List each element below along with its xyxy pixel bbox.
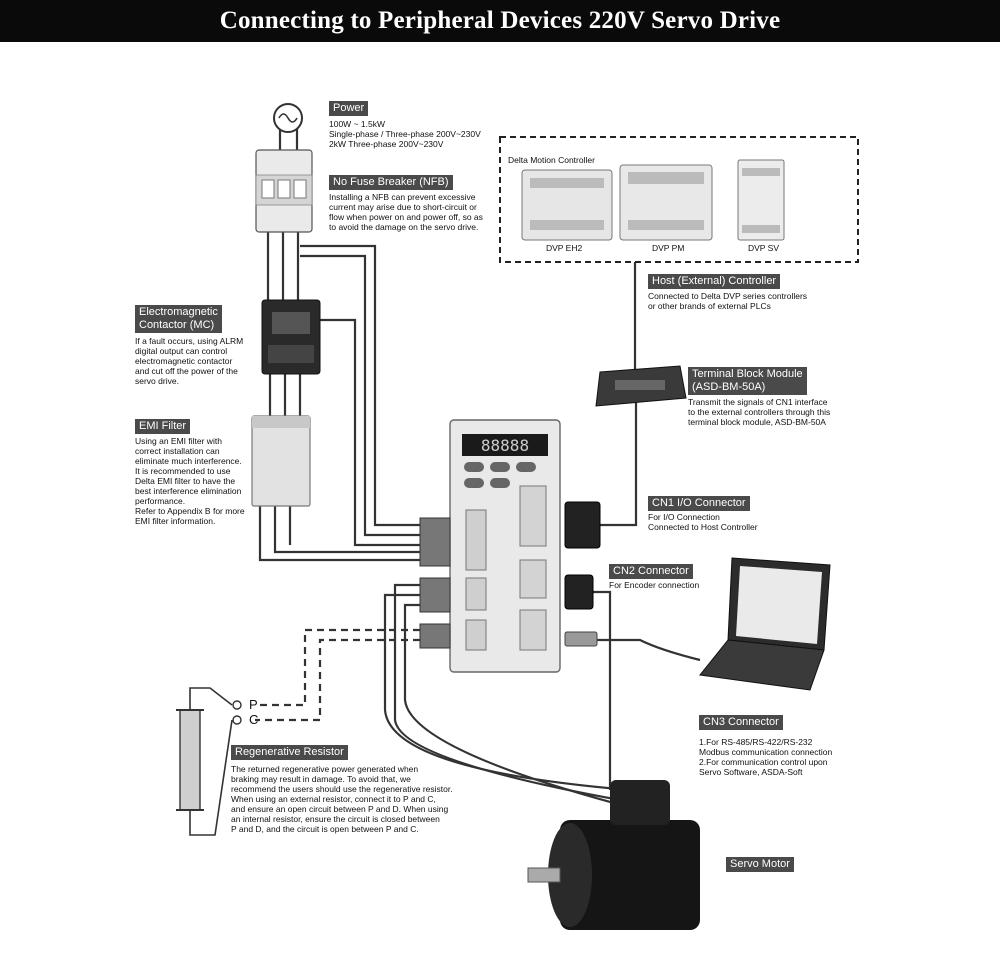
terminal-c-label: C [249, 712, 258, 727]
contactor-icon [262, 300, 320, 374]
mc-label: Electromagnetic Contactor (MC) [135, 305, 222, 333]
regen-text: The returned regenerative power generate… [231, 764, 453, 834]
motor-label: Servo Motor [726, 857, 794, 872]
regen-label: Regenerative Resistor [231, 745, 348, 760]
emi-text: Using an EMI filter with correct install… [135, 436, 245, 526]
controller-box-title: Delta Motion Controller [508, 155, 595, 165]
controller-model-pm: DVP PM [652, 243, 684, 253]
tbm-text: Transmit the signals of CN1 interface to… [688, 397, 830, 427]
servo-drive-icon: 88888 [450, 420, 560, 672]
terminal-plugs [420, 518, 450, 648]
cn2-connector-icon [565, 575, 593, 609]
cn2-text: For Encoder connection [609, 580, 699, 590]
title-bar: Connecting to Peripheral Devices 220V Se… [0, 0, 1000, 42]
controller-model-eh2: DVP EH2 [546, 243, 582, 253]
cn3-text: 1.For RS-485/RS-422/RS-232 Modbus commun… [699, 737, 832, 777]
cn1-text: For I/O Connection Connected to Host Con… [648, 512, 758, 532]
power-source-icon [274, 104, 302, 132]
laptop-icon [700, 558, 830, 690]
emi-label: EMI Filter [135, 419, 190, 434]
cn2-label: CN2 Connector [609, 564, 693, 579]
nfb-text: Installing a NFB can prevent excessive c… [329, 192, 483, 232]
emi-filter-icon [252, 416, 310, 506]
tbm-label: Terminal Block Module (ASD-BM-50A) [688, 367, 807, 395]
drive-display: 88888 [481, 436, 529, 455]
page-title: Connecting to Peripheral Devices 220V Se… [220, 7, 781, 35]
cn3-label: CN3 Connector [699, 715, 783, 730]
servo-motor-icon [528, 780, 700, 930]
controller-model-sv: DVP SV [748, 243, 779, 253]
nfb-breaker-icon [256, 150, 312, 232]
power-label: Power [329, 101, 368, 116]
cn1-connector-icon [565, 502, 600, 548]
terminal-block-icon [596, 366, 686, 406]
cn3-plug-icon [565, 632, 597, 646]
power-text: 100W ~ 1.5kW Single-phase / Three-phase … [329, 119, 481, 149]
terminal-p-label: P [249, 697, 258, 712]
cn1-label: CN1 I/O Connector [648, 496, 750, 511]
mc-text: If a fault occurs, using ALRM digital ou… [135, 336, 243, 386]
host-label: Host (External) Controller [648, 274, 780, 289]
nfb-label: No Fuse Breaker (NFB) [329, 175, 453, 190]
host-text: Connected to Delta DVP series controller… [648, 291, 807, 311]
